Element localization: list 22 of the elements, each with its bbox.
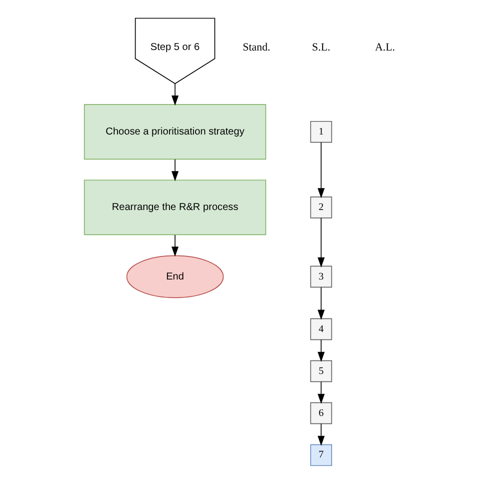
node-box: 3 [310, 266, 332, 288]
label: Stand. [242, 41, 270, 54]
arrow [318, 339, 325, 362]
arrow [318, 381, 325, 404]
node-ellipse: End [126, 255, 224, 298]
arrow [318, 286, 325, 320]
arrow [172, 83, 179, 106]
node-box: Rearrange the R&R process [84, 180, 266, 236]
node-box: 4 [310, 318, 332, 340]
node-box: 2 [310, 196, 332, 218]
label: A.L. [374, 41, 395, 54]
arrow [172, 234, 179, 257]
arrow [318, 423, 325, 446]
arrow [172, 158, 179, 182]
node-box: 5 [310, 360, 332, 382]
node-box: 7 [310, 444, 332, 466]
label: S.L. [312, 41, 330, 54]
arrow [318, 218, 325, 268]
arrow [318, 142, 325, 198]
node-box: 6 [310, 402, 332, 424]
node-box: Choose a prioritisation strategy [84, 104, 266, 160]
node-box: 1 [310, 120, 332, 143]
